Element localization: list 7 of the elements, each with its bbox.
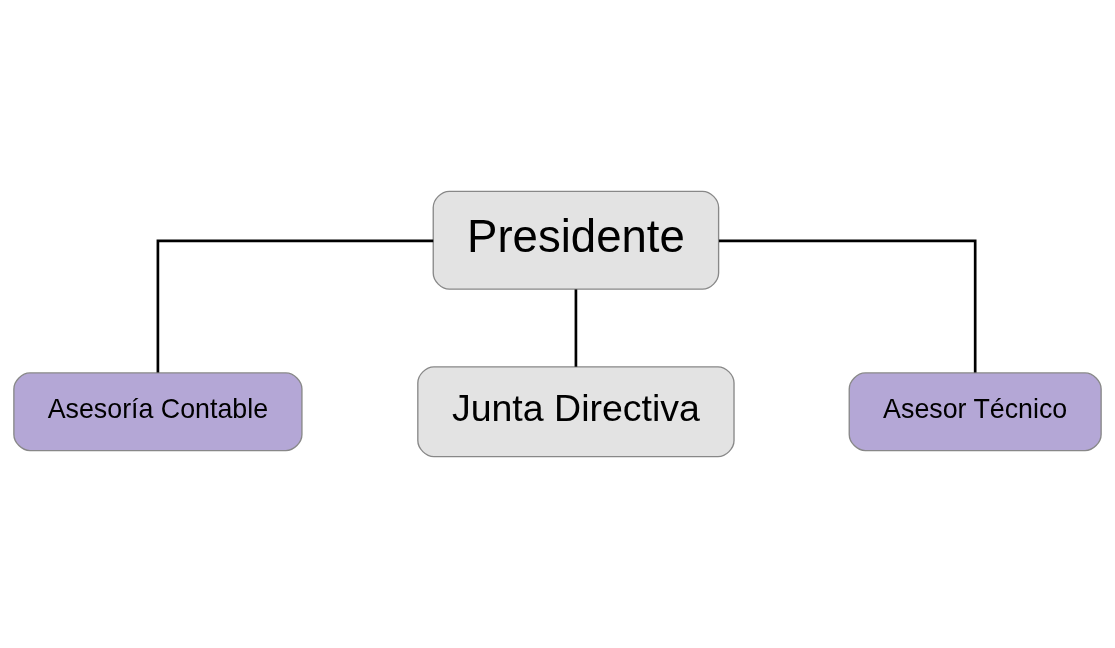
connector xyxy=(718,239,977,373)
connector xyxy=(574,289,578,367)
node-box: Junta Directiva xyxy=(417,366,735,458)
node-box: Asesor Técnico xyxy=(848,372,1102,452)
node-box: Presidente xyxy=(432,190,720,290)
connector xyxy=(156,239,434,373)
node-box: Asesoría Contable xyxy=(13,372,303,452)
